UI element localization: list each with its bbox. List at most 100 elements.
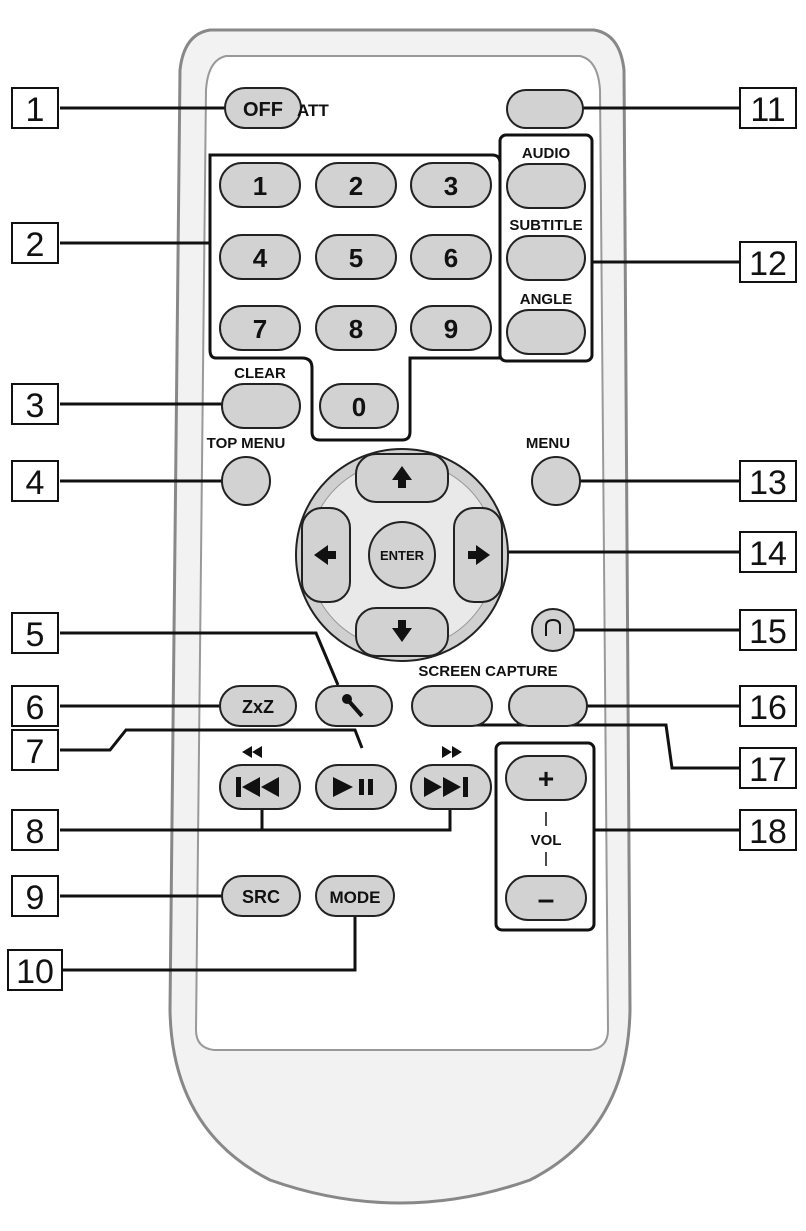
dpad-up-button[interactable] bbox=[355, 453, 449, 503]
screen-capture-button[interactable] bbox=[411, 685, 493, 727]
angle-button[interactable] bbox=[506, 309, 586, 355]
callout-6: 6 bbox=[11, 685, 59, 727]
mic-button[interactable] bbox=[315, 685, 393, 727]
dpad-left-button[interactable] bbox=[301, 507, 351, 603]
callout-11: 11 bbox=[739, 87, 797, 129]
dpad-right-button[interactable] bbox=[453, 507, 503, 603]
svg-text:9: 9 bbox=[26, 879, 45, 917]
vol-plus-button[interactable]: + bbox=[505, 755, 587, 801]
back-button[interactable] bbox=[531, 608, 575, 652]
arrow-up-icon bbox=[392, 466, 412, 488]
svg-text:4: 4 bbox=[253, 243, 268, 273]
top-menu-button[interactable] bbox=[221, 456, 271, 506]
svg-text:2: 2 bbox=[26, 226, 45, 264]
callout-17: 17 bbox=[739, 747, 797, 789]
digit-6-button[interactable]: 6 bbox=[410, 234, 492, 280]
svg-text:0: 0 bbox=[352, 392, 366, 422]
svg-text:6: 6 bbox=[26, 689, 45, 727]
callout-15: 15 bbox=[739, 609, 797, 651]
att-label: ATT bbox=[297, 101, 329, 120]
svg-text:9: 9 bbox=[444, 314, 458, 344]
svg-text:15: 15 bbox=[749, 613, 787, 651]
callouts-left: 1 2 3 4 5 6 7 8 bbox=[7, 87, 63, 991]
svg-text:8: 8 bbox=[349, 314, 363, 344]
button-11[interactable] bbox=[506, 89, 584, 129]
angle-label: ANGLE bbox=[520, 291, 573, 308]
digit-0-button[interactable]: 0 bbox=[319, 383, 399, 429]
callout-12: 12 bbox=[739, 241, 797, 283]
subtitle-label: SUBTITLE bbox=[509, 217, 582, 234]
digit-7-button[interactable]: 7 bbox=[219, 305, 301, 351]
svg-text:8: 8 bbox=[26, 813, 45, 851]
menu-label: MENU bbox=[526, 435, 570, 452]
audio-label: AUDIO bbox=[522, 145, 571, 162]
src-button[interactable]: SRC bbox=[221, 875, 301, 917]
dpad-down-button[interactable] bbox=[355, 607, 449, 657]
svg-text:1: 1 bbox=[253, 171, 267, 201]
svg-text:3: 3 bbox=[444, 171, 458, 201]
svg-text:18: 18 bbox=[749, 813, 787, 851]
svg-text:+: + bbox=[538, 763, 554, 794]
callout-18: 18 bbox=[739, 809, 797, 851]
directional-pad: ENTER bbox=[295, 448, 509, 662]
screen-capture-label: SCREEN CAPTURE bbox=[418, 663, 557, 680]
svg-text:7: 7 bbox=[253, 314, 267, 344]
clear-label: CLEAR bbox=[234, 365, 286, 382]
svg-text:2: 2 bbox=[349, 171, 363, 201]
digit-9-button[interactable]: 9 bbox=[410, 305, 492, 351]
off-button[interactable]: OFF bbox=[224, 87, 302, 129]
vol-minus-button[interactable]: – bbox=[505, 875, 587, 921]
svg-text:ZxZ: ZxZ bbox=[242, 697, 274, 717]
svg-text:11: 11 bbox=[750, 91, 785, 129]
arrow-right-icon bbox=[468, 545, 490, 565]
digit-4-button[interactable]: 4 bbox=[219, 234, 301, 280]
svg-text:5: 5 bbox=[349, 243, 363, 273]
svg-text:12: 12 bbox=[749, 245, 787, 283]
menu-button[interactable] bbox=[531, 456, 581, 506]
next-button[interactable] bbox=[410, 764, 492, 810]
audio-button[interactable] bbox=[506, 163, 586, 209]
callout-2: 2 bbox=[11, 222, 59, 264]
svg-text:–: – bbox=[538, 883, 555, 916]
callout-5: 5 bbox=[11, 612, 59, 654]
callout-7: 7 bbox=[11, 729, 59, 771]
callout-9: 9 bbox=[11, 875, 59, 917]
svg-text:5: 5 bbox=[26, 616, 45, 654]
clear-button[interactable] bbox=[221, 383, 301, 429]
callout-14: 14 bbox=[739, 531, 797, 573]
button-16[interactable] bbox=[508, 685, 588, 727]
svg-text:OFF: OFF bbox=[243, 99, 283, 121]
skip-previous-icon bbox=[236, 777, 279, 797]
callouts-right: 11 12 13 14 15 16 17 18 bbox=[739, 87, 797, 851]
zxz-button[interactable]: ZxZ bbox=[219, 685, 297, 727]
digit-1-button[interactable]: 1 bbox=[219, 162, 301, 208]
svg-text:13: 13 bbox=[749, 464, 787, 502]
svg-text:3: 3 bbox=[26, 387, 45, 425]
play-pause-button[interactable] bbox=[315, 764, 397, 810]
digit-3-button[interactable]: 3 bbox=[410, 162, 492, 208]
svg-text:14: 14 bbox=[749, 535, 787, 573]
digit-8-button[interactable]: 8 bbox=[315, 305, 397, 351]
digit-2-button[interactable]: 2 bbox=[315, 162, 397, 208]
callout-10: 10 bbox=[7, 949, 63, 991]
vol-label: VOL bbox=[531, 832, 562, 849]
enter-button[interactable]: ENTER bbox=[368, 521, 436, 589]
callout-16: 16 bbox=[739, 685, 797, 727]
svg-text:6: 6 bbox=[444, 243, 458, 273]
return-icon bbox=[545, 618, 561, 636]
digit-5-button[interactable]: 5 bbox=[315, 234, 397, 280]
subtitle-button[interactable] bbox=[506, 235, 586, 281]
callout-13: 13 bbox=[739, 460, 797, 502]
svg-text:16: 16 bbox=[749, 689, 787, 727]
arrow-left-icon bbox=[314, 545, 336, 565]
microphone-icon bbox=[342, 694, 364, 718]
callout-8: 8 bbox=[11, 809, 59, 851]
number-keypad: 1 2 3 4 5 6 7 8 bbox=[219, 162, 492, 429]
previous-button[interactable] bbox=[219, 764, 301, 810]
svg-text:17: 17 bbox=[749, 751, 787, 789]
mode-button[interactable]: MODE bbox=[315, 875, 395, 917]
group-outlines bbox=[208, 133, 596, 932]
top-menu-label: TOP MENU bbox=[207, 435, 286, 452]
rewind-icon bbox=[242, 746, 262, 758]
